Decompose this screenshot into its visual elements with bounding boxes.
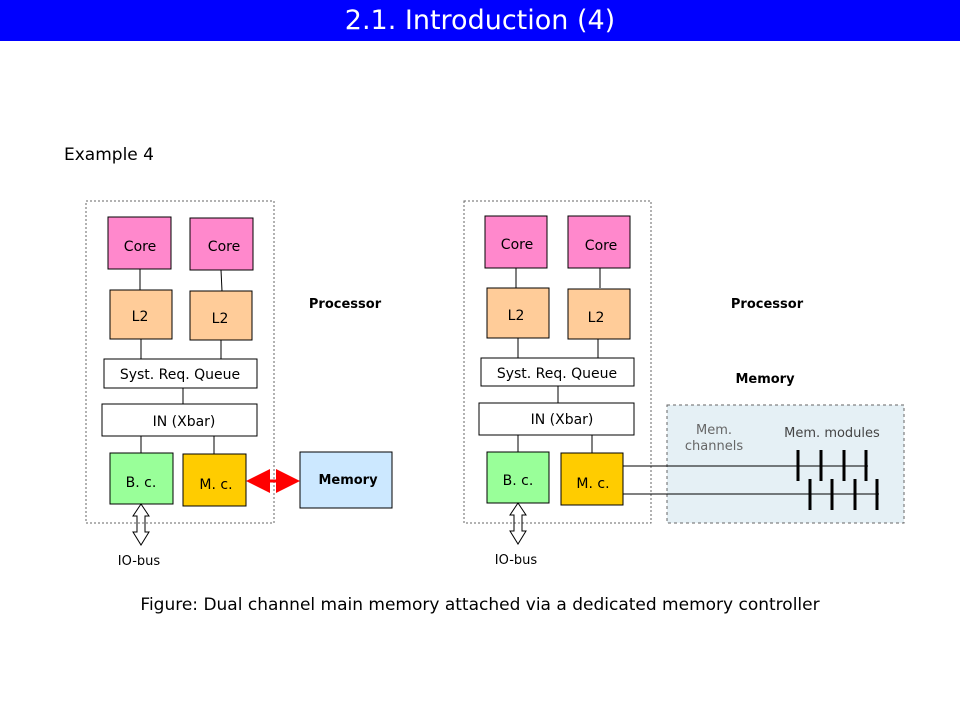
left-core-1-label: Core	[124, 239, 156, 255]
left-memory-controller	[182, 453, 247, 507]
right-l2-2-label: L2	[588, 310, 605, 326]
left-io-bus-label: IO-bus	[118, 554, 161, 569]
left-core-2	[189, 217, 254, 271]
left-core-1	[107, 216, 172, 270]
right-l2-1-label: L2	[508, 308, 525, 324]
example-label: Example 4	[64, 145, 154, 165]
left-core-2-label: Core	[208, 239, 240, 255]
right-bus-controller	[486, 451, 550, 504]
left-l2-2-label: L2	[212, 311, 229, 327]
right-interconnect-label: IN (Xbar)	[531, 412, 594, 428]
right-memory-label: Memory	[735, 372, 795, 387]
right-interconnect	[478, 402, 635, 436]
left-memory-controller-label: M. c.	[199, 477, 232, 493]
right-processor-label: Processor	[731, 297, 804, 312]
right-request-queue-label: Syst. Req. Queue	[497, 366, 617, 382]
left-l2-1-label: L2	[132, 309, 149, 325]
title-bar	[0, 0, 960, 41]
right-diagram: Core Core L2 L2 Syst. Req. Queue IN (Xba…	[463, 200, 905, 568]
right-memory-controller	[560, 452, 624, 506]
right-core-2	[567, 215, 631, 269]
left-memory	[299, 451, 393, 509]
right-bus-controller-label: B. c.	[503, 473, 534, 489]
left-io-bus-arrow	[132, 503, 150, 546]
left-request-queue-label: Syst. Req. Queue	[120, 367, 240, 383]
right-l2-2	[567, 288, 631, 340]
left-memory-label: Memory	[318, 473, 378, 488]
left-connector	[220, 269, 223, 292]
left-diagram: Core Core L2 L2 Syst. Req. Queue IN (Xba…	[85, 200, 393, 569]
right-core-2-label: Core	[585, 238, 617, 254]
right-core-1	[484, 215, 548, 269]
mem-modules-label: Mem. modules	[784, 426, 880, 441]
left-processor-boundary	[85, 200, 275, 524]
left-bus-controller-label: B. c.	[126, 475, 157, 491]
figure-caption: Figure: Dual channel main memory attache…	[140, 595, 820, 615]
right-l2-1	[486, 287, 550, 339]
left-l2-2	[189, 290, 253, 341]
right-core-1-label: Core	[501, 237, 533, 253]
left-interconnect-label: IN (Xbar)	[153, 414, 216, 430]
right-request-queue	[480, 357, 635, 387]
mem-channels-label-line1: Mem.	[696, 423, 732, 438]
right-memory-controller-label: M. c.	[576, 476, 609, 492]
left-bus-controller	[109, 452, 174, 505]
mem-channels-label-line2: channels	[685, 439, 743, 454]
left-interconnect	[101, 403, 258, 437]
right-io-bus-arrow	[509, 502, 527, 545]
left-processor-label: Processor	[309, 297, 382, 312]
right-io-bus-label: IO-bus	[495, 553, 538, 568]
left-l2-1	[109, 289, 173, 340]
slide-title: 2.1. Introduction (4)	[344, 5, 616, 36]
left-request-queue	[103, 358, 258, 389]
right-processor-boundary	[463, 200, 652, 524]
